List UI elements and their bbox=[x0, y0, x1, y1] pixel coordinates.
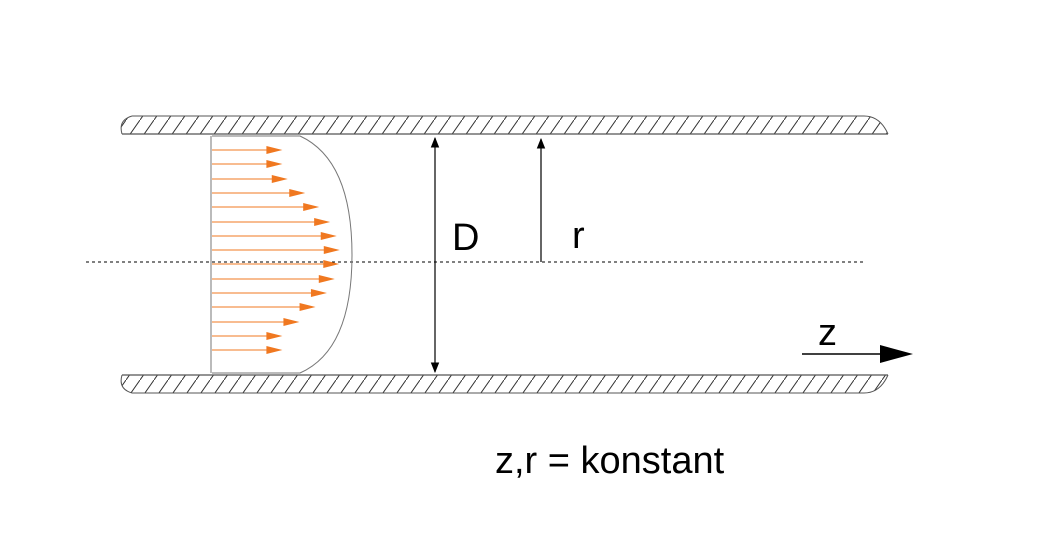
orange-arrow-icon bbox=[314, 218, 331, 226]
orange-arrow-icon bbox=[323, 260, 340, 268]
orange-arrow-icon bbox=[266, 160, 283, 168]
orange-arrow-icon bbox=[299, 303, 316, 311]
orange-arrow-icon bbox=[271, 175, 288, 183]
velocity-profile bbox=[210, 135, 353, 374]
orange-arrow-icon bbox=[266, 332, 283, 340]
diameter-label: D bbox=[452, 217, 479, 259]
orange-arrow-icon bbox=[289, 189, 306, 197]
orange-arrow-icon bbox=[283, 318, 300, 326]
bottom-pipe-wall bbox=[120, 374, 889, 394]
orange-arrow-icon bbox=[303, 203, 320, 211]
axis-label: z bbox=[818, 312, 837, 354]
orange-arrow-icon bbox=[318, 275, 335, 283]
orange-arrow-icon bbox=[266, 346, 283, 354]
radius-label: r bbox=[572, 215, 585, 257]
right-arrow-icon bbox=[880, 345, 913, 363]
orange-arrow-icon bbox=[310, 289, 327, 297]
top-pipe-wall bbox=[120, 115, 889, 135]
orange-arrow-icon bbox=[323, 246, 340, 254]
orange-arrow-icon bbox=[320, 232, 337, 240]
axis-arrow bbox=[802, 345, 913, 363]
profile-curve bbox=[212, 135, 353, 374]
caption: z,r = konstant bbox=[495, 440, 725, 482]
orange-arrow-icon bbox=[266, 146, 283, 154]
